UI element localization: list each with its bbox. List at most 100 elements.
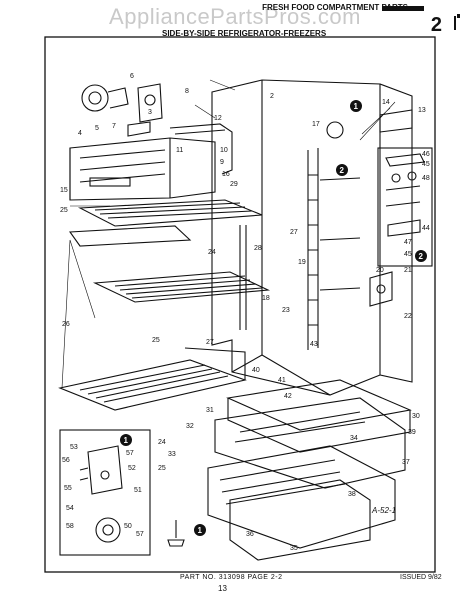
bracket-21 xyxy=(369,271,393,307)
callout-7: 7 xyxy=(112,123,116,130)
fan-bracket xyxy=(137,83,163,123)
callout-40: 40 xyxy=(252,367,260,374)
lamp-socket xyxy=(326,121,344,139)
callout-53: 53 xyxy=(70,444,78,451)
callout-10: 10 xyxy=(220,147,228,154)
callout-28: 28 xyxy=(254,245,262,252)
callout-26: 26 xyxy=(62,321,70,328)
middle-shelf xyxy=(92,271,271,303)
svg-text:1: 1 xyxy=(124,436,129,445)
inset-panel-hinge xyxy=(59,429,151,556)
callout-6: 6 xyxy=(130,73,134,80)
svg-text:1: 1 xyxy=(354,102,359,111)
callout-52: 52 xyxy=(128,465,136,472)
callout-39: 39 xyxy=(408,429,416,436)
callout-19: 19 xyxy=(298,259,306,266)
callout-27b: 27 xyxy=(206,339,214,346)
watermark: AppliancePartsPros.com xyxy=(109,4,361,29)
footer-part-number: PART NO. 313098 PAGE 2-2 xyxy=(180,574,283,581)
callout-16: 16 xyxy=(222,171,230,178)
callout-4: 4 xyxy=(78,130,82,137)
callout-12: 12 xyxy=(214,115,222,122)
inset-panel-fasteners xyxy=(377,147,433,267)
callout-labels: 6 8 4 5 7 3 2 12 11 10 9 16 29 15 25 14 … xyxy=(60,73,430,552)
callout-57b: 57 xyxy=(136,531,144,538)
diagram-frame xyxy=(44,36,436,573)
upper-shelf xyxy=(77,199,263,227)
callout-54: 54 xyxy=(66,505,74,512)
drawer-cover xyxy=(229,479,371,561)
callout-51: 51 xyxy=(134,487,142,494)
callout-44: 44 xyxy=(422,225,430,232)
callout-56: 56 xyxy=(62,457,70,464)
svg-text:2: 2 xyxy=(340,166,345,175)
callout-42: 42 xyxy=(284,393,292,400)
bracket-12 xyxy=(169,123,233,175)
section-tick-mark xyxy=(457,14,460,18)
svg-text:2: 2 xyxy=(419,252,424,261)
callout-45: 45 xyxy=(422,161,430,168)
callout-50: 50 xyxy=(124,523,132,530)
callout-35: 35 xyxy=(290,545,298,552)
callout-48: 48 xyxy=(422,175,430,182)
callout-57: 57 xyxy=(126,450,134,457)
section-bar xyxy=(382,6,424,11)
callout-58: 58 xyxy=(66,523,74,530)
callout-8: 8 xyxy=(185,88,189,95)
callout-3: 3 xyxy=(148,109,152,116)
reference-code: A-52-1 xyxy=(372,506,397,515)
callout-14: 14 xyxy=(382,99,390,106)
section-tick xyxy=(454,16,456,30)
callout-33: 33 xyxy=(168,451,176,458)
cabinet-liner xyxy=(211,79,381,396)
callout-5: 5 xyxy=(95,125,99,132)
footer-page-number: 13 xyxy=(218,584,227,593)
callout-11: 11 xyxy=(176,147,183,154)
callout-34: 34 xyxy=(350,435,358,442)
callout-17: 17 xyxy=(312,121,320,128)
section-number: 2 xyxy=(430,14,442,36)
callout-18: 18 xyxy=(262,295,270,302)
callout-38: 38 xyxy=(348,491,356,498)
callout-25c: 25 xyxy=(158,465,166,472)
callout-45b: 45 xyxy=(404,251,412,258)
roller-wheel xyxy=(95,517,121,543)
leveling-foot xyxy=(167,520,185,547)
shelf-rail-24 xyxy=(68,225,192,247)
callout-30: 30 xyxy=(412,413,420,420)
crisper-drawer-lower xyxy=(214,397,406,489)
callout-47: 47 xyxy=(404,239,412,246)
callout-25b: 25 xyxy=(152,337,160,344)
circled-references: 1 1 1 2 2 xyxy=(120,100,427,536)
callout-13: 13 xyxy=(418,107,426,114)
callout-46: 46 xyxy=(422,151,430,158)
callout-24b: 24 xyxy=(158,439,166,446)
callout-55: 55 xyxy=(64,485,72,492)
callout-36: 36 xyxy=(246,531,254,538)
callout-31: 31 xyxy=(206,407,214,414)
header-title: FRESH FOOD COMPARTMENT PARTS xyxy=(262,3,408,12)
callout-29: 29 xyxy=(230,181,238,188)
callout-20: 20 xyxy=(376,267,384,274)
callout-21: 21 xyxy=(404,267,412,274)
callout-9: 9 xyxy=(220,159,224,166)
callout-41: 41 xyxy=(278,377,286,384)
callout-27: 27 xyxy=(290,229,298,236)
fan-motor xyxy=(81,84,109,112)
lower-shelf xyxy=(58,359,247,411)
callout-24: 24 xyxy=(208,249,216,256)
svg-text:1: 1 xyxy=(198,526,203,535)
callout-43: 43 xyxy=(310,341,318,348)
callout-37: 37 xyxy=(402,459,410,466)
callout-25: 25 xyxy=(60,207,68,214)
crisper-drawer-upper xyxy=(226,379,412,431)
callout-22: 22 xyxy=(404,313,412,320)
callout-23: 23 xyxy=(282,307,290,314)
footer-issued: ISSUED 9/82 xyxy=(400,574,442,581)
shelf-ladder xyxy=(307,148,319,350)
header-subtitle: SIDE-BY-SIDE REFRIGERATOR-FREEZERS xyxy=(162,29,327,38)
crisper-drawer-bottom xyxy=(207,445,396,549)
callout-15: 15 xyxy=(60,187,68,194)
callout-2: 2 xyxy=(270,93,274,100)
